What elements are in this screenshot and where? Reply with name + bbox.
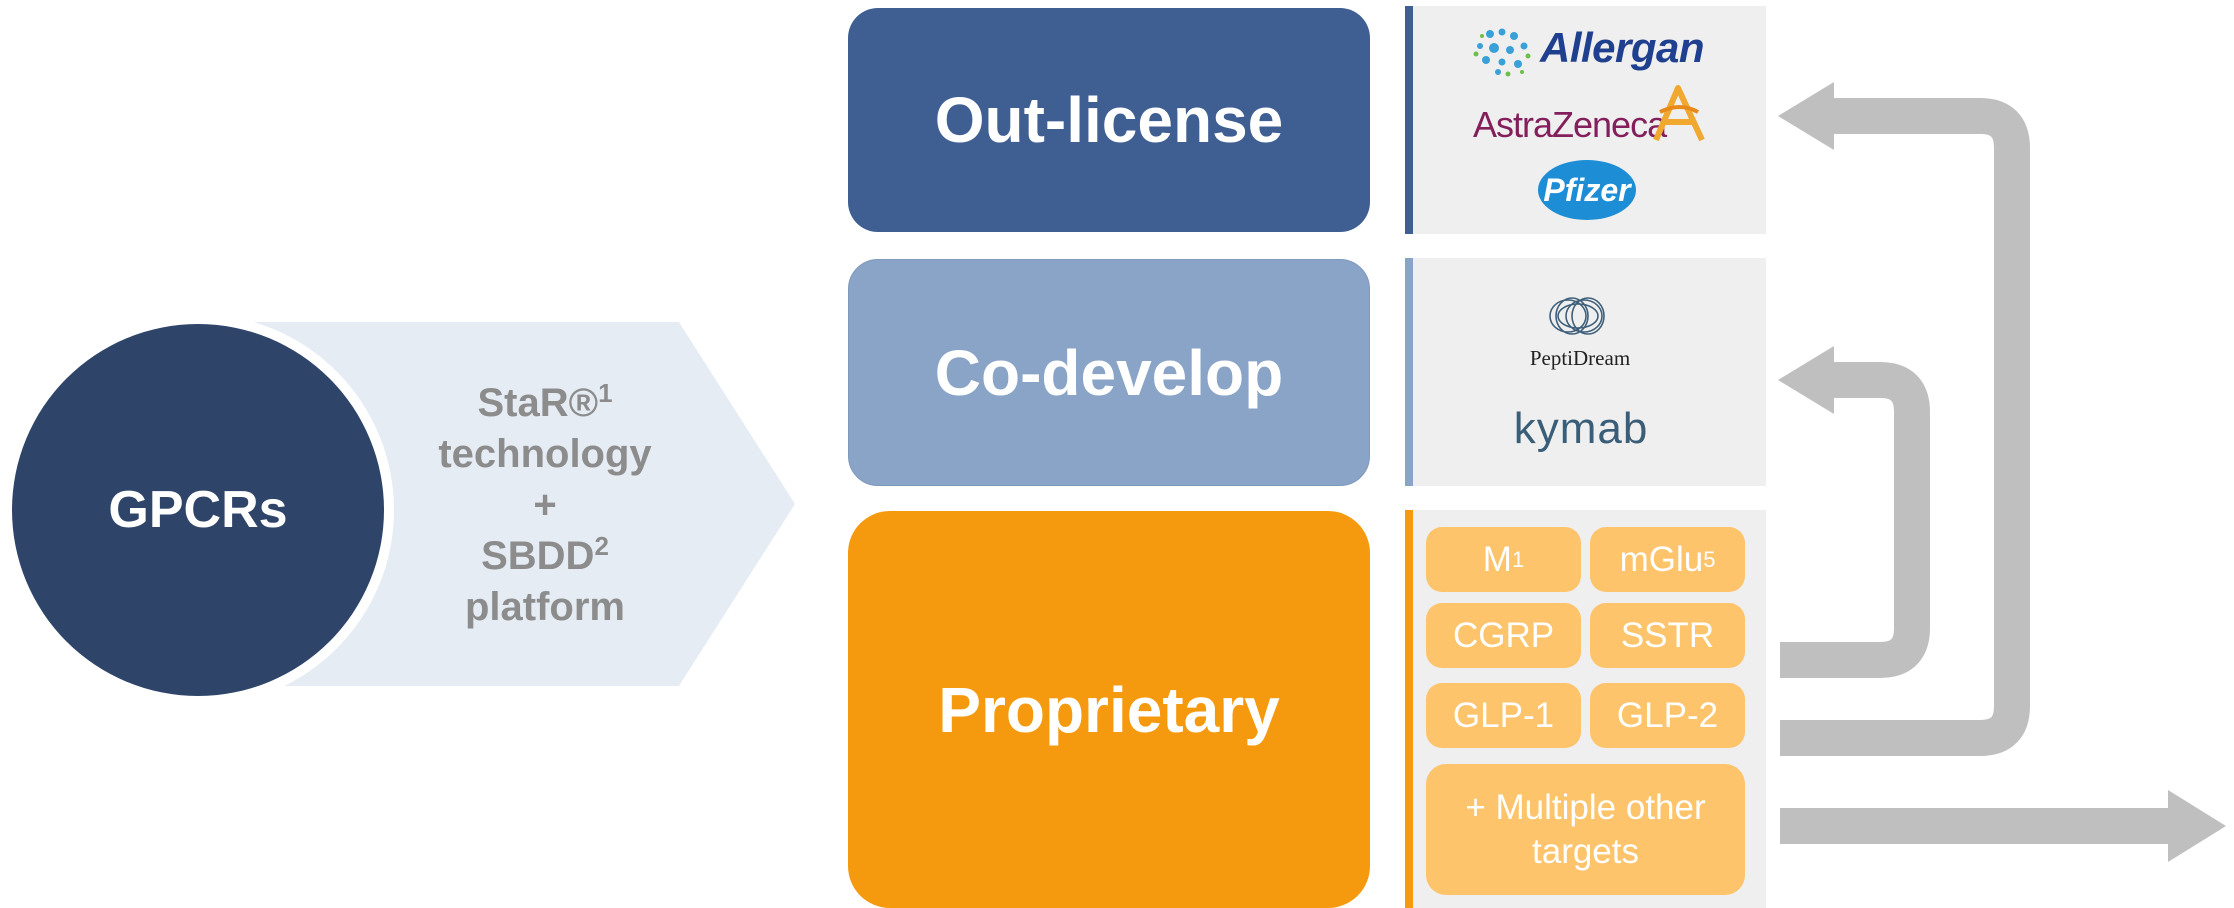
allergan-logo-mark-icon <box>1473 28 1531 77</box>
gpcr-label: GPCRs <box>108 481 288 539</box>
gpcr-circle: GPCRs <box>12 324 384 696</box>
out-license-label: Out-license <box>934 84 1284 156</box>
target-label: SSTR <box>1620 615 1715 655</box>
target-sstr: SSTR <box>1590 603 1745 668</box>
target-cgrp: CGRP <box>1426 603 1581 668</box>
target-glp2: GLP-2 <box>1590 683 1745 748</box>
platform-line-sbdd: SBDD <box>481 534 595 578</box>
platform-line-platform: platform <box>465 585 625 629</box>
pfizer-logo: Pfizer <box>1538 160 1636 220</box>
co-develop-partners-panel <box>1405 258 1766 486</box>
target-label: CGRP <box>1452 615 1555 655</box>
peptidream-logo: PeptiDream <box>1529 346 1631 370</box>
target-multiple-other: + Multiple other targets <box>1426 764 1745 895</box>
target-label: mGlu <box>1619 539 1704 579</box>
co-develop-label: Co-develop <box>934 336 1284 409</box>
proprietary-label: Proprietary <box>938 673 1280 746</box>
arrow-to-co-develop <box>1780 362 1930 678</box>
astrazeneca-logo-mark-icon <box>1653 85 1705 142</box>
arrowhead-out-license-icon <box>1778 82 1834 150</box>
other-targets-line-1: + Multiple other <box>1465 787 1706 827</box>
astrazeneca-logo: AstraZeneca <box>1473 104 1667 145</box>
target-glp1: GLP-1 <box>1426 683 1581 748</box>
platform-line-plus: + <box>533 483 557 527</box>
target-label: M <box>1482 539 1512 579</box>
co-develop-box: Co-develop <box>848 259 1370 486</box>
target-label: GLP-2 <box>1616 695 1719 735</box>
arrowhead-co-develop-icon <box>1778 346 1834 414</box>
allergan-logo: Allergan <box>1540 24 1705 71</box>
target-label: GLP-1 <box>1452 695 1555 735</box>
footnote-2: 2 <box>594 531 609 561</box>
out-license-box: Out-license <box>848 8 1370 232</box>
other-targets-line-2: targets <box>1532 831 1639 871</box>
platform-line-star: StaR® <box>477 381 599 425</box>
peptidream-logo-mark-icon <box>1549 297 1605 335</box>
footnote-1: 1 <box>598 378 613 408</box>
arrowhead-outward-icon <box>2168 790 2226 862</box>
kymab-logo: kymab <box>1513 404 1649 453</box>
platform-line-technology: technology <box>438 432 652 476</box>
arrow-to-out-license <box>1780 98 2030 756</box>
proprietary-box: Proprietary <box>848 511 1370 908</box>
platform-description: StaR®1 technology + SBDD2 platform <box>400 378 690 633</box>
